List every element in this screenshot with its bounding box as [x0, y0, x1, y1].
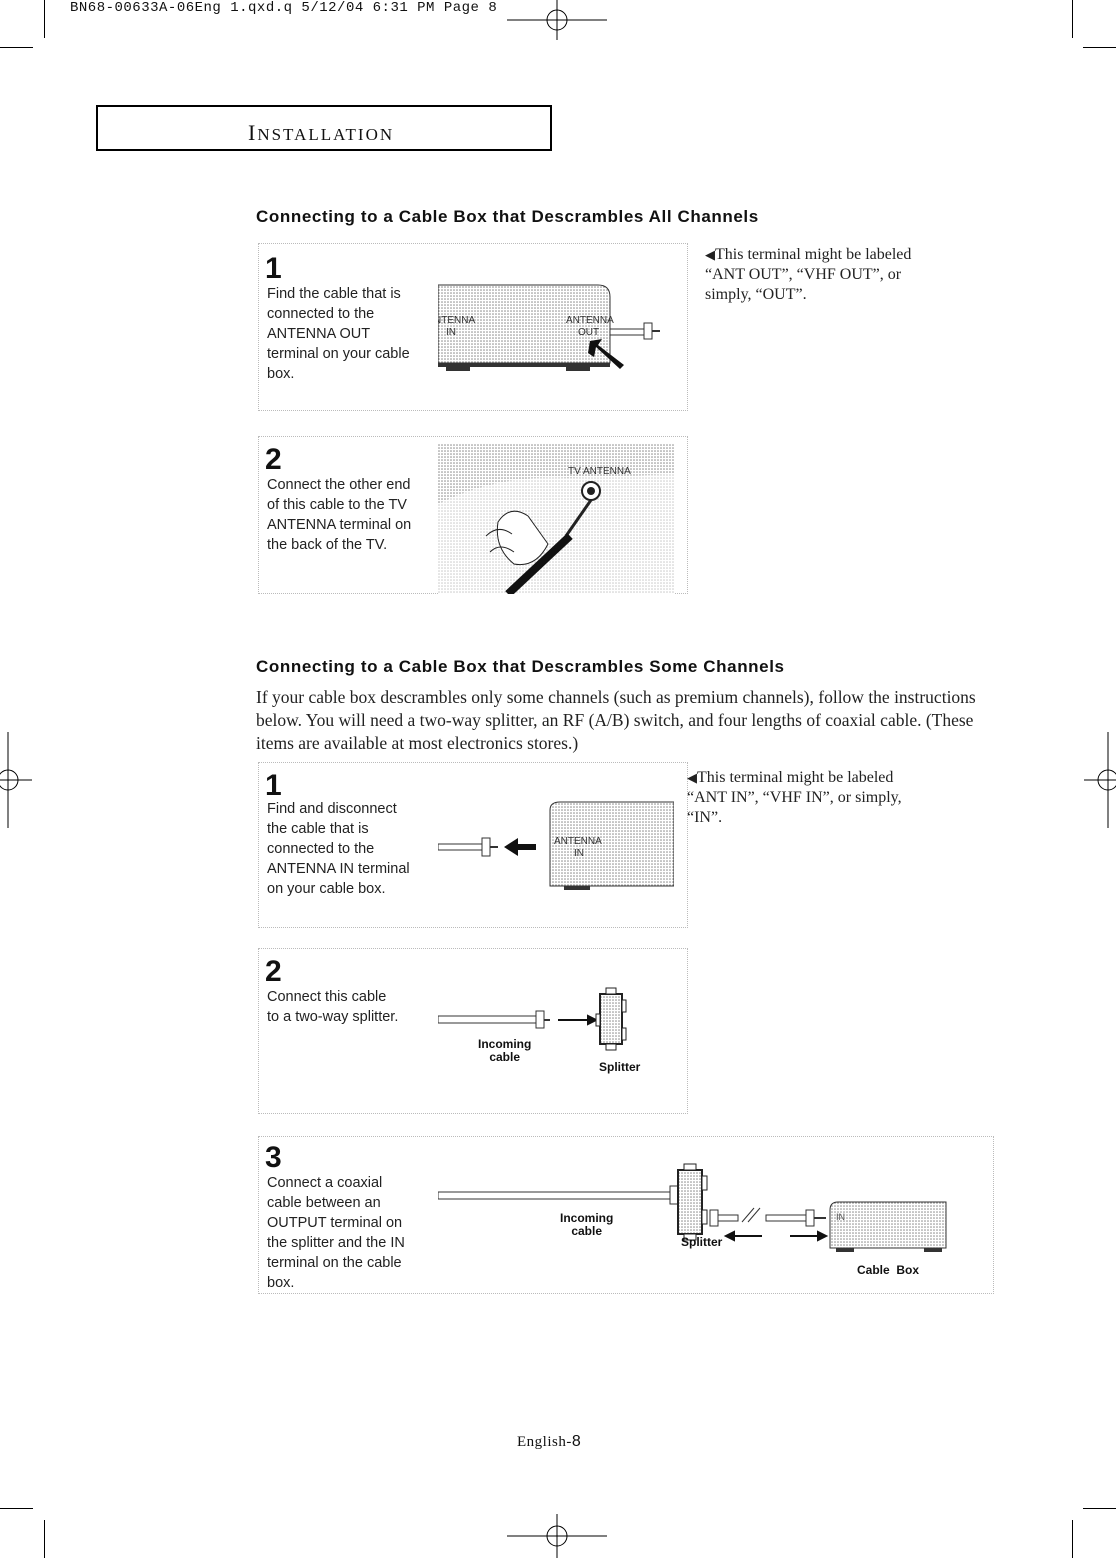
svg-text:NTENNA IN: NTENNA IN	[438, 315, 477, 338]
svg-text:TV ANTENNA: TV ANTENNA	[568, 466, 631, 477]
page-number: 8	[571, 1433, 582, 1450]
section2-note: ◀This terminal might be labeled “ANT IN”…	[687, 768, 902, 828]
step-instruction: Connect a coaxial cable between an OUTPU…	[267, 1175, 405, 1291]
section2-note-text: This terminal might be labeled “ANT IN”,…	[687, 769, 902, 826]
splitter-connection-illustration	[438, 987, 627, 1051]
crop-mark	[1072, 1520, 1073, 1558]
footer-language: English-	[517, 1434, 572, 1450]
section1-note-text: This terminal might be labeled “ANT OUT”…	[705, 246, 912, 303]
incoming-cable-label: Incoming cable	[478, 1037, 532, 1064]
step-instruction: Connect the other end of this cable to t…	[267, 477, 412, 553]
section2-step1-panel: 1 Find and disconnect the cable that is …	[258, 762, 688, 928]
crop-mark	[44, 0, 45, 38]
left-pointing-triangle-icon: ◀	[705, 247, 715, 262]
section-title: INSTALLATION	[248, 120, 394, 146]
crop-mark	[44, 1520, 45, 1558]
section2-step3-panel: 3 Connect a coaxial cable between an OUT…	[258, 1136, 994, 1294]
section-title-initial: I	[248, 120, 258, 145]
step-number: 1	[265, 769, 282, 802]
crop-mark	[1083, 1508, 1116, 1509]
section2-intro: If your cable box descrambles only some …	[256, 687, 976, 753]
section1-note: ◀This terminal might be labeled “ANT OUT…	[705, 245, 911, 305]
crop-mark	[1072, 0, 1073, 38]
cable-box-label: Cable Box	[857, 1263, 920, 1277]
section-title-box: INSTALLATION	[96, 105, 552, 151]
step-instruction: Connect this cable to a two-way splitter…	[267, 989, 399, 1025]
section1-step1-panel: 1 Find the cable that is connected to th…	[258, 243, 688, 411]
splitter-label: Splitter	[681, 1235, 723, 1249]
step-number: 2	[265, 443, 282, 476]
print-slug: BN68-00633A-06Eng 1.qxd.q 5/12/04 6:31 P…	[70, 0, 498, 16]
incoming-cable-label: Incoming cable	[560, 1211, 614, 1238]
splitter-to-cable-box-illustration: IN	[438, 1163, 947, 1252]
crop-mark	[0, 1508, 33, 1509]
section2-step2-panel: 2 Connect this cable to a two-way splitt…	[258, 948, 688, 1114]
step-instruction: Find the cable that is connected to the …	[267, 286, 410, 382]
page-footer: English-8	[517, 1433, 581, 1451]
section1-heading: Connecting to a Cable Box that Descrambl…	[256, 207, 759, 226]
antenna-in-label: NTENNA	[438, 315, 475, 326]
tv-antenna-connection-illustration: TV ANTENNA	[438, 444, 674, 594]
splitter-label: Splitter	[599, 1060, 641, 1074]
section2-heading: Connecting to a Cable Box that Descrambl…	[256, 657, 785, 676]
step-number: 3	[265, 1141, 282, 1174]
step-number: 2	[265, 955, 282, 988]
step-instruction: Find and disconnect the cable that is co…	[267, 801, 410, 897]
crop-mark	[1083, 47, 1116, 48]
cable-box-in-label: IN	[836, 1212, 845, 1222]
section-title-rest: NSTALLATION	[257, 125, 395, 144]
left-pointing-triangle-icon: ◀	[687, 770, 697, 785]
crop-mark	[0, 47, 33, 48]
step-number: 1	[265, 252, 282, 285]
